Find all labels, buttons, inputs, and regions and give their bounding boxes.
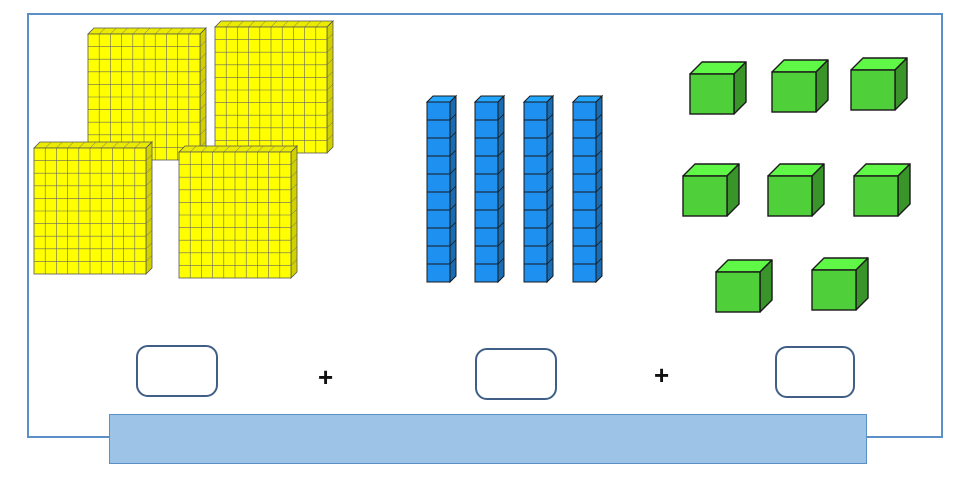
hundreds-answer-box[interactable] [136, 345, 218, 397]
tens-group [425, 94, 604, 284]
plus-sign-2: + [654, 360, 670, 390]
ones-cube [771, 59, 829, 113]
hundreds-flat [178, 145, 298, 279]
tens-rod [522, 94, 555, 284]
hundreds-flat [214, 20, 334, 154]
ones-cube [689, 61, 747, 115]
ones-answer-box[interactable] [775, 346, 855, 398]
total-answer-bar[interactable] [109, 414, 867, 464]
ones-cube [715, 259, 773, 313]
plus-sign-1: + [318, 362, 334, 392]
tens-rod [473, 94, 506, 284]
ones-cube [767, 163, 825, 217]
ones-cube [850, 57, 908, 111]
ones-cube [682, 163, 740, 217]
ones-cube [853, 163, 911, 217]
tens-rod [571, 94, 604, 284]
tens-rod [425, 94, 458, 284]
tens-answer-box[interactable] [475, 348, 557, 400]
ones-cube [811, 257, 869, 311]
hundreds-flat [87, 27, 207, 161]
hundreds-flat [33, 141, 153, 275]
ones-group [682, 57, 911, 313]
hundreds-group [33, 20, 334, 279]
